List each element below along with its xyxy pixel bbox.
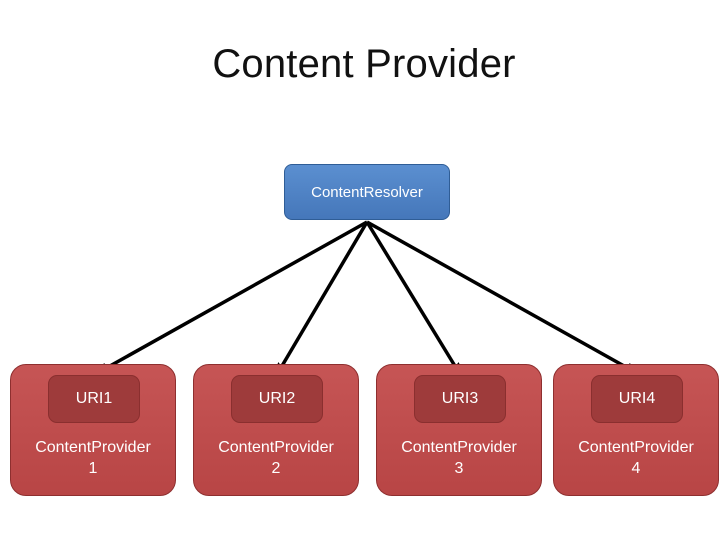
page-title: Content Provider bbox=[212, 42, 516, 86]
content-provider-node-3: URI3 ContentProvider 3 bbox=[376, 364, 542, 496]
content-provider-label-4: ContentProvider 4 bbox=[578, 439, 694, 477]
uri-box-3: URI3 bbox=[414, 375, 506, 423]
content-resolver-node: ContentResolver bbox=[284, 164, 450, 220]
content-provider-node-1: URI1 ContentProvider 1 bbox=[10, 364, 176, 496]
arrow-to-provider-1 bbox=[101, 220, 368, 371]
arrow-to-provider-4 bbox=[366, 220, 633, 371]
uri-box-1: URI1 bbox=[48, 375, 140, 423]
content-provider-label-1: ContentProvider 1 bbox=[35, 439, 151, 477]
uri-box-2: URI2 bbox=[231, 375, 323, 423]
content-provider-node-4: URI4 ContentProvider 4 bbox=[553, 364, 719, 496]
arrow-to-provider-2 bbox=[279, 221, 369, 371]
uri-box-4: URI4 bbox=[591, 375, 683, 423]
content-resolver-label: ContentResolver bbox=[311, 184, 423, 201]
content-provider-label-2: ContentProvider 2 bbox=[218, 439, 334, 477]
content-provider-label-3: ContentProvider 3 bbox=[401, 439, 517, 477]
arrow-to-provider-3 bbox=[365, 221, 458, 371]
content-provider-node-2: URI2 ContentProvider 2 bbox=[193, 364, 359, 496]
